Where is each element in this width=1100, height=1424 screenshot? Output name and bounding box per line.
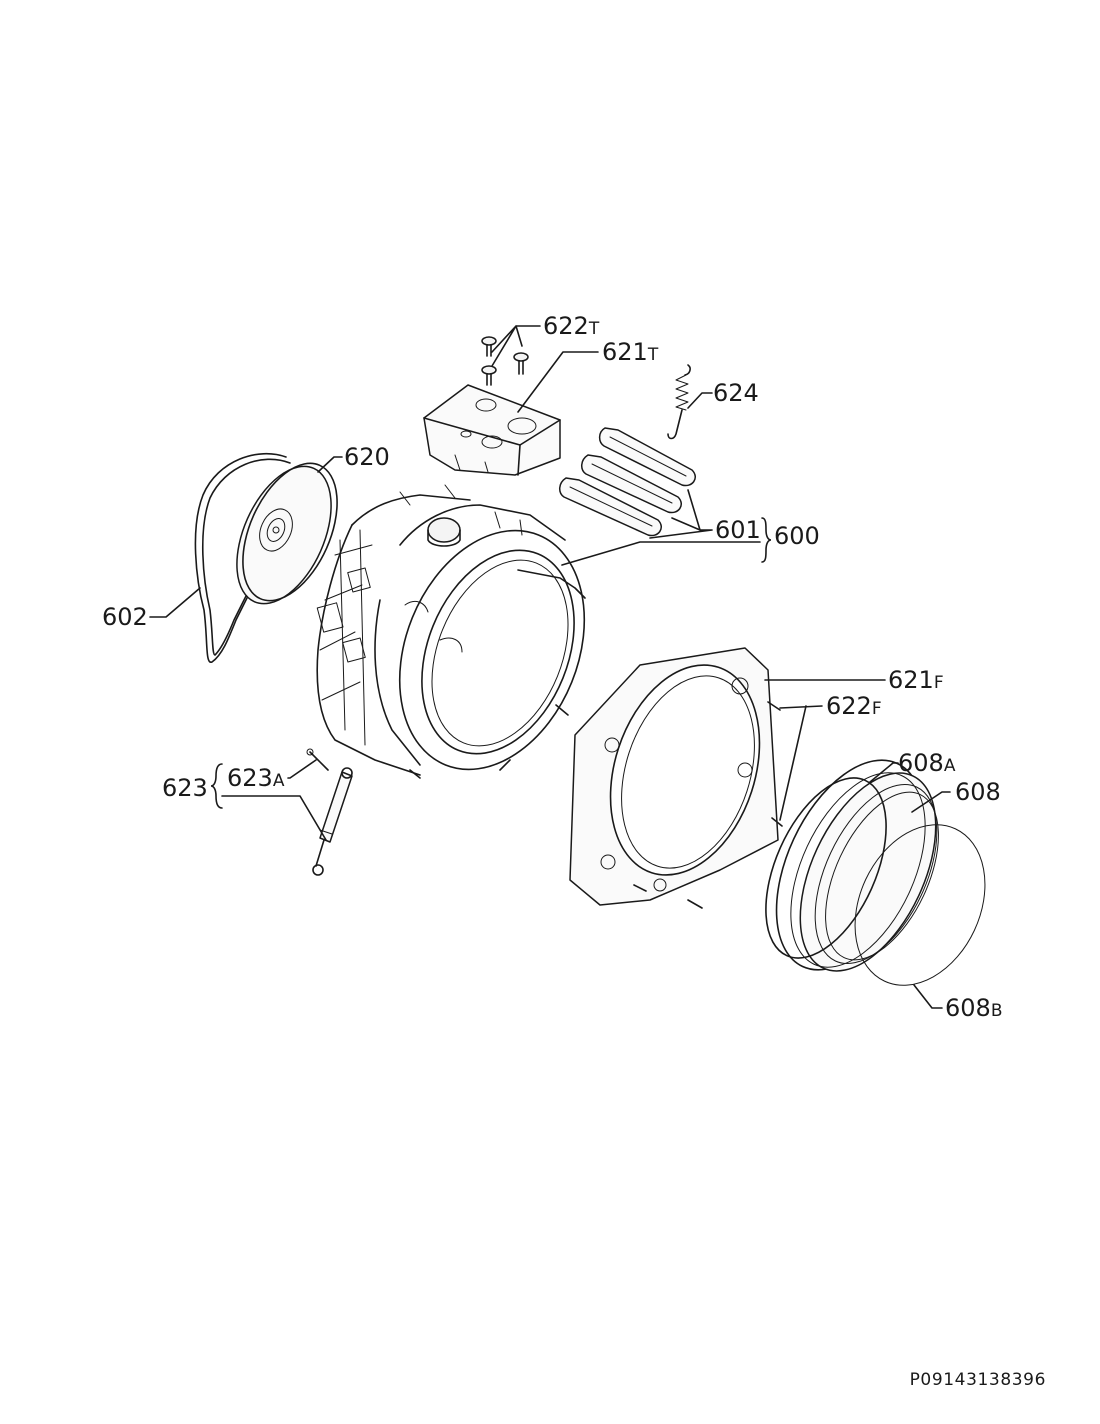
label-622t: 622T	[543, 312, 600, 340]
label-608b: 608B	[945, 994, 1002, 1022]
label-608: 608	[955, 778, 1001, 806]
part-620-pulley	[236, 462, 338, 605]
part-621t-top-counterweight	[423, 384, 561, 476]
part-600-tub-assembly	[316, 484, 586, 779]
part-622f-screws	[633, 701, 783, 909]
brace-600	[761, 517, 772, 563]
part-608-door-seal	[775, 759, 939, 972]
part-608b-clamp-ring	[854, 824, 986, 986]
labels: 622T 621T 624 620 601 600 602 621F 622F …	[102, 312, 1002, 1022]
part-608a-clamp-ring	[765, 777, 887, 959]
part-602-drive-belt	[194, 453, 291, 663]
label-602: 602	[102, 603, 148, 631]
label-601: 601	[715, 516, 761, 544]
label-608a: 608A	[898, 749, 956, 777]
leader-lines	[149, 325, 951, 1009]
label-620: 620	[344, 443, 390, 471]
part-623-shock-absorber	[312, 767, 353, 876]
reference-code: P09143138396	[910, 1370, 1046, 1390]
part-601-drum-lifters	[559, 427, 696, 537]
label-622f: 622F	[826, 692, 882, 720]
part-622t-screws	[481, 336, 529, 386]
label-621f: 621F	[888, 666, 944, 694]
part-621f-front-counterweight	[569, 647, 779, 906]
label-621t: 621T	[602, 338, 659, 366]
label-600: 600	[774, 522, 820, 550]
label-623a: 623A	[227, 764, 285, 792]
label-624: 624	[713, 379, 759, 407]
braces	[210, 517, 772, 809]
part-623a-pin	[306, 748, 329, 771]
part-624-spring	[667, 364, 691, 440]
label-623: 623	[162, 774, 208, 802]
brace-623	[210, 763, 223, 809]
